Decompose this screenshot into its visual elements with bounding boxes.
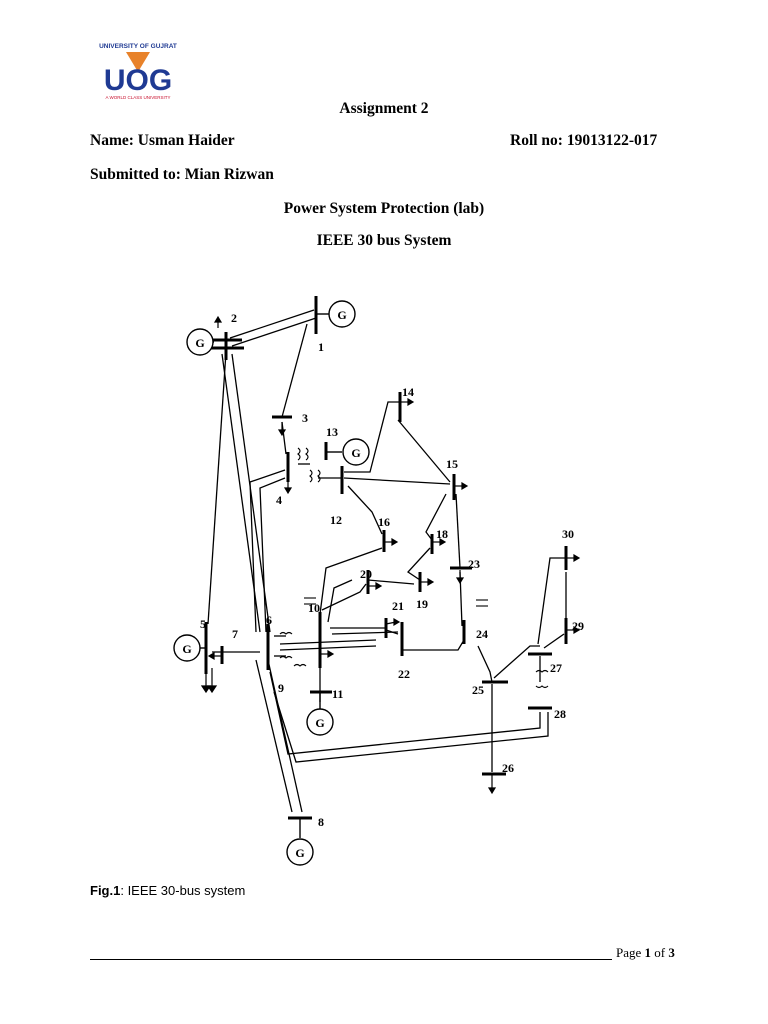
gen-label: G xyxy=(182,642,191,656)
bus-label: 3 xyxy=(302,411,308,425)
bus-label: 13 xyxy=(326,425,338,439)
bus-label: 26 xyxy=(502,761,514,775)
generator-bus-1 xyxy=(328,300,356,328)
bus-label: 6 xyxy=(266,613,272,627)
bus-label: 1 xyxy=(318,340,324,354)
logo-tagline: A WORLD CLASS UNIVERSITY xyxy=(105,95,170,100)
page-current: 1 xyxy=(644,945,652,960)
figure-caption: Fig.1: IEEE 30-bus system xyxy=(90,883,245,898)
page-of: of xyxy=(651,945,669,960)
course-title: Power System Protection (lab) xyxy=(283,200,485,217)
gen-label: G xyxy=(195,336,204,350)
logo-letters: UOG xyxy=(104,64,172,97)
gen-label: G xyxy=(315,716,324,730)
bus-label: 15 xyxy=(446,457,458,471)
ieee-30-bus-diagram: G G G G G G 1 2 3 4 5 6 7 8 9 10 11 12 1… xyxy=(173,296,584,866)
topic-title: IEEE 30 bus System xyxy=(316,232,452,249)
bus-label: 14 xyxy=(402,385,414,399)
generator-bus-13 xyxy=(342,438,370,466)
generator-bus-5 xyxy=(173,634,201,662)
logo-top-text: UNIVERSITY OF GUJRAT xyxy=(99,43,177,50)
bus-label: 16 xyxy=(378,515,390,529)
bus-label: 20 xyxy=(360,567,372,581)
bus-label: 30 xyxy=(562,527,574,541)
generator-letters: G G G G G G xyxy=(182,308,360,860)
bus-label: 28 xyxy=(554,707,566,721)
bus-label: 4 xyxy=(276,493,282,507)
gen-label: G xyxy=(351,446,360,460)
bus-label: 11 xyxy=(332,687,343,701)
bus-label: 18 xyxy=(436,527,448,541)
transmission-lines xyxy=(207,309,567,813)
generator-bus-2 xyxy=(186,328,214,356)
bus-label: 22 xyxy=(398,667,410,681)
generator-bus-8 xyxy=(286,838,314,866)
generators xyxy=(173,300,370,866)
bus-label: 23 xyxy=(468,557,480,571)
caption-prefix: Fig.1 xyxy=(90,883,121,898)
bus-label: 2 xyxy=(231,311,237,325)
student-name: Name: Usman Haider xyxy=(90,132,235,149)
page-word: Page xyxy=(616,945,645,960)
generator-bus-11 xyxy=(306,708,334,736)
caption-text: : IEEE 30-bus system xyxy=(120,883,246,898)
bus-numbers: 1 2 3 4 5 6 7 8 9 10 11 12 13 14 15 16 1… xyxy=(200,311,584,829)
page-total: 3 xyxy=(668,945,675,960)
transformer-coils xyxy=(279,447,549,689)
bus-label: 21 xyxy=(392,599,404,613)
bus-label: 12 xyxy=(330,513,342,527)
assignment-title: Assignment 2 xyxy=(339,100,429,117)
page-number: Page 1 of 3 xyxy=(616,945,675,961)
bus-label: 27 xyxy=(550,661,562,675)
bus-label: 29 xyxy=(572,619,584,633)
university-logo: UNIVERSITY OF GUJRAT UOG A WORLD CLASS U… xyxy=(99,43,177,100)
bus-label: 7 xyxy=(232,627,238,641)
gen-label: G xyxy=(337,308,346,322)
bus-label: 19 xyxy=(416,597,428,611)
load-arrows xyxy=(200,315,581,795)
bus-label: 5 xyxy=(200,617,206,631)
footer-rule xyxy=(90,959,612,960)
bus-label: 9 xyxy=(278,681,284,695)
gen-label: G xyxy=(295,846,304,860)
bus-label: 25 xyxy=(472,683,484,697)
logo-chevron xyxy=(126,52,150,72)
submitted-to: Submitted to: Mian Rizwan xyxy=(90,166,274,183)
bus-label: 10 xyxy=(308,601,320,615)
roll-number: Roll no: 19013122-017 xyxy=(510,132,658,149)
bus-label: 8 xyxy=(318,815,324,829)
bus-label: 24 xyxy=(476,627,488,641)
